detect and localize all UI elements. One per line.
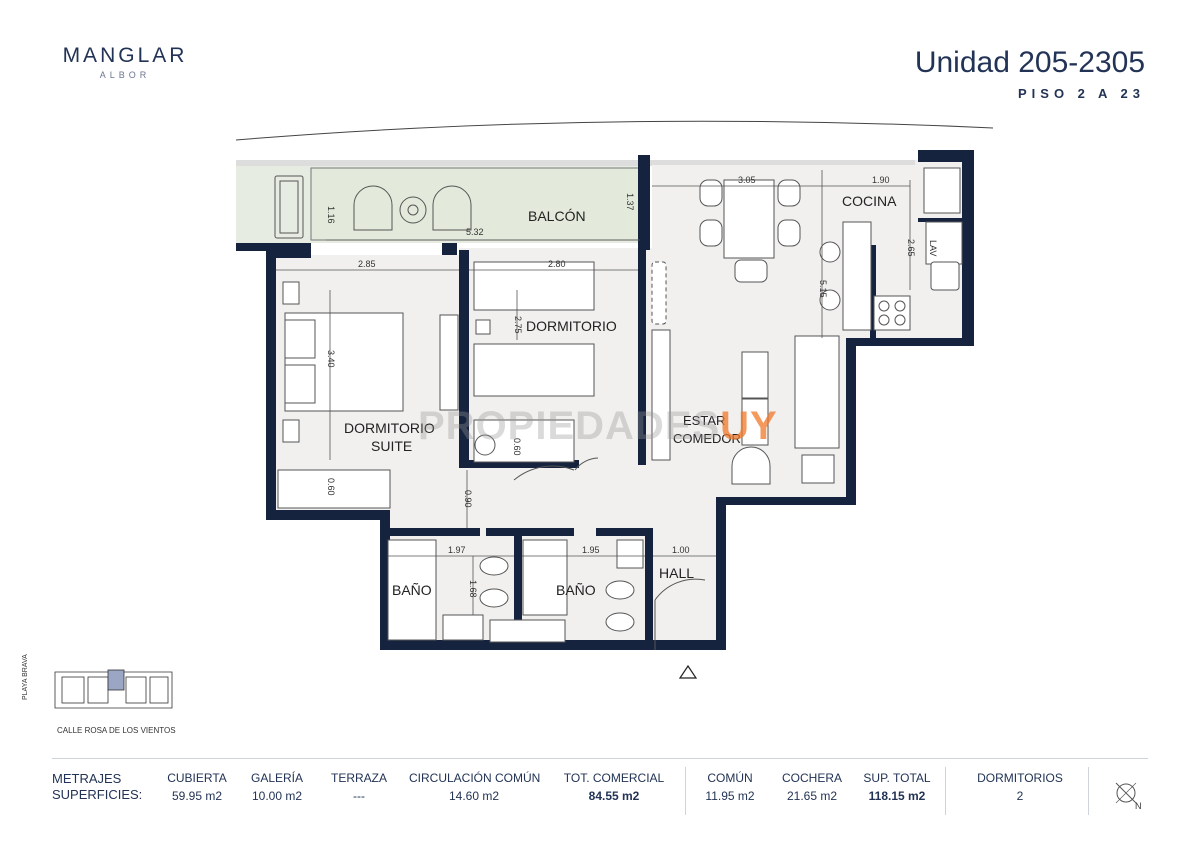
room-estar-line1: ESTAR xyxy=(683,413,725,428)
metrajes-label: METRAJES SUPERFICIES: xyxy=(52,771,142,803)
living-furniture xyxy=(651,261,840,485)
footer-col-comun: COMÚN 11.95 m2 xyxy=(700,771,760,803)
dim-532: 5.32 xyxy=(466,227,484,237)
room-bano-1: BAÑO xyxy=(392,582,432,598)
footer-separator xyxy=(1088,767,1089,815)
footer-table: METRAJES SUPERFICIES: CUBIERTA 59.95 m2 … xyxy=(52,758,1148,819)
dim-275: 2.75 xyxy=(513,316,523,334)
dim-116: 1.16 xyxy=(326,206,336,224)
walls xyxy=(236,150,974,650)
room-suite-line2: SUITE xyxy=(371,438,412,454)
dining-set xyxy=(699,179,801,283)
room-bano-2: BAÑO xyxy=(556,582,596,598)
footer-label: COCHERA xyxy=(781,771,842,785)
entrance-marker xyxy=(678,664,698,679)
unit-floor: PISO 2 A 23 xyxy=(1017,86,1145,101)
footer-value: 59.95 m2 xyxy=(171,789,223,803)
footer-label: CUBIERTA xyxy=(167,771,227,785)
footer-value: 10.00 m2 xyxy=(251,789,303,803)
footer-value: 14.60 m2 xyxy=(448,789,500,803)
footer-col-galeria: GALERÍA 10.00 m2 xyxy=(247,771,307,803)
bathroom-fixtures xyxy=(387,539,644,643)
dim-340: 3.40 xyxy=(326,350,336,368)
dim-265: 2.65 xyxy=(906,239,916,257)
footer-value: 118.15 m2 xyxy=(868,789,926,803)
dim-515: 5.15 xyxy=(818,280,828,298)
brand-subtitle: ALBOR xyxy=(99,70,151,80)
key-plan xyxy=(54,669,173,709)
keyplan-street: CALLE ROSA DE LOS VIENTOS xyxy=(57,726,176,735)
footer-value: 11.95 m2 xyxy=(705,789,755,803)
footer-value: 84.55 m2 xyxy=(588,789,640,803)
footer-col-terraza: TERRAZA --- xyxy=(329,771,389,803)
compass-icon: N xyxy=(1115,782,1142,811)
footer-col-tot-comercial: TOT. COMERCIAL 84.55 m2 xyxy=(562,771,666,803)
dimension-lines xyxy=(276,170,911,615)
room-estar-line2: COMEDOR xyxy=(673,431,741,446)
unit-header: Unidad 205-2305 PISO 2 A 23 xyxy=(915,46,1145,101)
footer-label: CIRCULACIÓN COMÚN xyxy=(409,771,541,785)
dim-137: 1.37 xyxy=(625,193,635,211)
footer-col-cubierta: CUBIERTA 59.95 m2 xyxy=(167,771,227,803)
kitchen-fixtures xyxy=(819,167,963,331)
dim-280: 2.80 xyxy=(548,259,566,269)
room-suite-line1: DORMITORIO xyxy=(344,420,435,436)
footer-label: DORMITORIOS xyxy=(977,771,1063,785)
footer-label: TOT. COMERCIAL xyxy=(563,771,665,785)
balcony-railing xyxy=(236,160,918,166)
footer-label: SUP. TOTAL xyxy=(863,771,931,785)
metrajes-line1: METRAJES xyxy=(52,771,122,786)
footer-value: 21.65 m2 xyxy=(786,789,838,803)
footer-label: GALERÍA xyxy=(250,771,304,785)
dim-285: 2.85 xyxy=(358,259,376,269)
footer-col-dormitorios: DORMITORIOS 2 xyxy=(965,771,1075,803)
room-lav: LAV xyxy=(928,240,938,256)
metrajes-line2: SUPERFICIES: xyxy=(52,787,143,802)
footer-value: --- xyxy=(353,789,365,803)
footer-separator xyxy=(685,767,686,815)
door-swings xyxy=(513,457,706,650)
brand-name: MANGLAR xyxy=(62,44,188,67)
balcony-furniture xyxy=(274,175,472,239)
keyplan-beach: PLAYA BRAVA xyxy=(22,654,29,700)
room-hall: HALL xyxy=(659,565,694,581)
floor-area xyxy=(274,150,970,650)
north-label: N xyxy=(1135,801,1142,811)
watermark: PROPIEDADESUY xyxy=(418,404,778,449)
brand-logo: MANGLAR ALBOR xyxy=(58,44,192,80)
dim-060-dorm: 0.60 xyxy=(512,438,522,456)
dim-190: 1.90 xyxy=(872,175,890,185)
dim-060-suite: 0.60 xyxy=(326,478,336,496)
facade-curve xyxy=(235,120,994,141)
suite-furniture xyxy=(277,281,404,509)
watermark-accent: UY xyxy=(720,404,778,448)
dim-090: 0.90 xyxy=(463,490,473,508)
dim-197: 1.97 xyxy=(448,545,466,555)
watermark-main: PROPIEDADES xyxy=(418,404,721,448)
room-cocina: COCINA xyxy=(842,193,897,209)
footer-label: COMÚN xyxy=(707,771,753,785)
footer-col-circulacion: CIRCULACIÓN COMÚN 14.60 m2 xyxy=(409,771,541,803)
footer-value: 2 xyxy=(1016,789,1024,803)
footer-separator xyxy=(945,767,946,815)
footer-label: TERRAZA xyxy=(330,771,387,785)
footer-col-cochera: COCHERA 21.65 m2 xyxy=(780,771,844,803)
dim-100: 1.00 xyxy=(672,545,690,555)
room-balcon: BALCÓN xyxy=(528,208,586,224)
room-dormitorio: DORMITORIO xyxy=(526,318,617,334)
dim-195: 1.95 xyxy=(582,545,600,555)
unit-title: Unidad 205-2305 xyxy=(914,46,1145,79)
dim-168: 1.68 xyxy=(468,580,478,598)
dim-305: 3.05 xyxy=(738,175,756,185)
footer-col-sup-total: SUP. TOTAL 118.15 m2 xyxy=(862,771,932,803)
